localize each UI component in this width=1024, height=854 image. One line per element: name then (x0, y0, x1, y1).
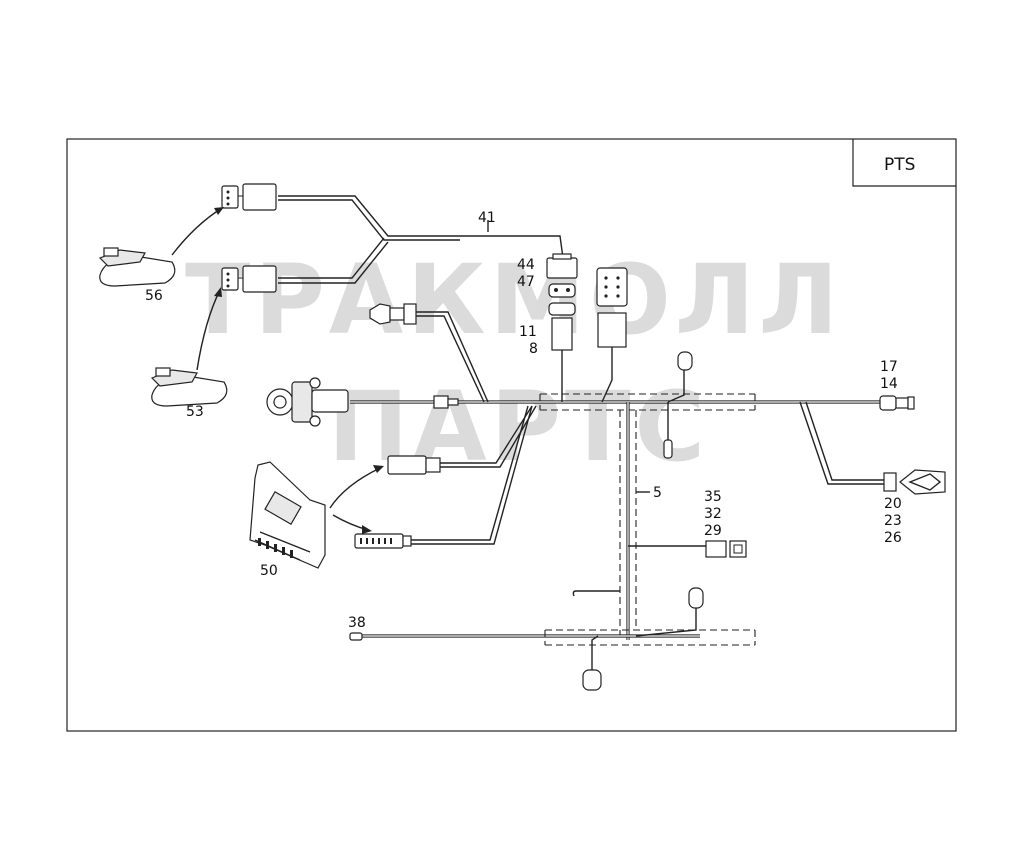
sensor-top (663, 351, 693, 459)
callout-11: 11 (519, 324, 537, 340)
callout-35: 35 (704, 489, 722, 505)
callout-47: 47 (517, 274, 535, 290)
watermark: ТРАКМОЛЛ ПАРТС (185, 244, 842, 483)
callout-5: 5 (653, 485, 662, 501)
callout-14: 14 (880, 376, 898, 392)
ecu-connector-upper (387, 405, 537, 475)
pts-label: PTS (884, 155, 915, 175)
callout-32: 32 (704, 506, 722, 522)
callout-44: 44 (517, 257, 535, 273)
diagram-frame (66, 138, 957, 732)
branch-small-left (572, 590, 620, 597)
callout-labels: 56 53 50 41 44 47 11 8 17 14 5 35 32 29 … (145, 210, 902, 631)
harness-41 (221, 183, 564, 293)
callout-38: 38 (348, 615, 366, 631)
connector-17-14 (879, 395, 915, 411)
multi-pin-connector (596, 267, 628, 403)
sensor-lower-bottom (582, 635, 602, 691)
branch-35-32-29 (628, 540, 747, 558)
callout-41: 41 (478, 210, 496, 226)
watermark-line1: ТРАКМОЛЛ (185, 244, 842, 356)
pts-badge: PTS (852, 139, 956, 187)
side-lamp-53 (150, 367, 228, 407)
callout-26: 26 (884, 530, 902, 546)
callout-50: 50 (260, 563, 278, 579)
callout-17: 17 (880, 359, 898, 375)
callout-23: 23 (884, 513, 902, 529)
callout-53: 53 (186, 404, 204, 420)
ecu-50 (249, 461, 384, 569)
plug-upper-left (369, 303, 489, 403)
callout-20: 20 (884, 496, 902, 512)
plug-38 (349, 632, 363, 641)
sensor-lower-right (635, 587, 704, 637)
switch-assembly (266, 377, 459, 427)
callout-56: 56 (145, 288, 163, 304)
callout-29: 29 (704, 523, 722, 539)
ecu-connector-lower (354, 405, 533, 549)
side-lamp-56 (98, 247, 176, 287)
branch-20-23-26 (799, 401, 946, 495)
connector-11-8 (548, 302, 576, 402)
lamp-arrows (171, 207, 224, 371)
callout-8: 8 (529, 341, 538, 357)
connector-44-47 (546, 253, 578, 298)
